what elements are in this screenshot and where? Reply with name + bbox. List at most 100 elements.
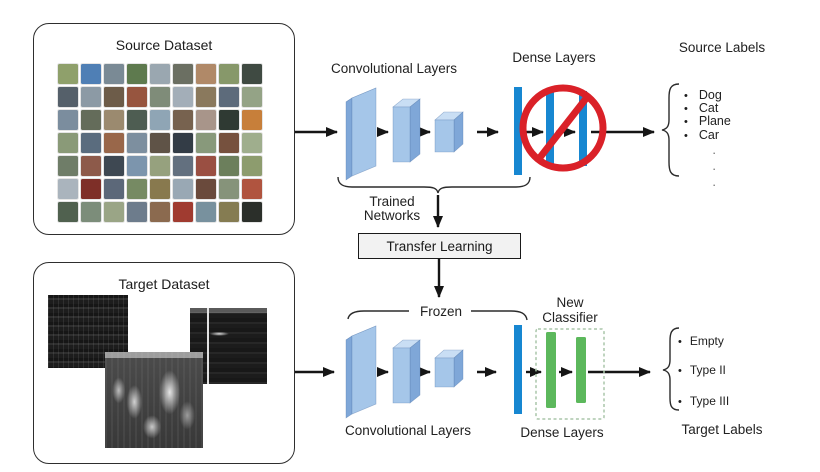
bullet-icon: •: [678, 396, 682, 408]
no-symbol-icon: [519, 84, 607, 172]
dense-bar: [546, 91, 554, 166]
dataset-thumbnail: [149, 201, 171, 223]
dataset-thumbnail: [149, 86, 171, 108]
classifier-bar: [546, 332, 556, 408]
dense-layers-bottom: [514, 325, 605, 420]
dataset-thumbnail: [103, 86, 125, 108]
dense-layers-top-label: Dense Layers: [512, 50, 596, 65]
ellipsis-dot: ·: [712, 145, 717, 160]
dataset-thumbnail: [103, 109, 125, 131]
dense-bar: [514, 87, 522, 175]
target-label-item: • Type III: [678, 394, 729, 408]
transfer-learning-box: Transfer Learning: [358, 233, 521, 259]
dataset-thumbnail: [172, 155, 194, 177]
dataset-thumbnail: [172, 86, 194, 108]
dataset-thumbnail: [103, 132, 125, 154]
dataset-thumbnail: [149, 155, 171, 177]
source-label-item: • Plane: [684, 114, 731, 128]
dataset-thumbnail: [218, 63, 240, 85]
source-dataset-box: Source Dataset: [33, 23, 295, 235]
brace-frozen-right: [471, 310, 528, 321]
dense-layers-top: [514, 84, 607, 175]
bullet-icon: •: [684, 116, 688, 128]
trained-networks-label: Trained Networks: [364, 195, 420, 223]
source-label-text: Cat: [698, 101, 719, 115]
dataset-thumbnail: [149, 109, 171, 131]
dataset-thumbnail: [57, 132, 79, 154]
dataset-thumbnail: [80, 155, 102, 177]
dense-bar: [579, 91, 587, 166]
target-image-3: [105, 352, 203, 448]
dataset-thumbnail: [241, 86, 263, 108]
transfer-learning-label: Transfer Learning: [386, 238, 493, 254]
brace-source-labels: [661, 83, 680, 177]
bullet-icon: •: [684, 130, 688, 142]
source-label-text: Dog: [698, 88, 722, 102]
dataset-thumbnail: [126, 155, 148, 177]
source-label-text: Car: [698, 128, 720, 142]
source-label-item: • Dog: [684, 88, 722, 102]
dataset-thumbnail: [80, 201, 102, 223]
dataset-thumbnail: [149, 178, 171, 200]
dataset-thumbnail: [241, 109, 263, 131]
brace-trained-networks: [337, 176, 531, 194]
dataset-thumbnail: [57, 109, 79, 131]
source-image-grid: [57, 63, 263, 223]
dense-bar: [514, 325, 522, 414]
conv-layer-slab: [434, 111, 464, 153]
dataset-thumbnail: [172, 132, 194, 154]
source-label-text: Plane: [698, 114, 731, 128]
dataset-thumbnail: [57, 86, 79, 108]
brace-target-labels: [662, 327, 680, 411]
trained-networks-line1: Trained: [369, 194, 415, 209]
dataset-thumbnail: [57, 178, 79, 200]
dataset-thumbnail: [218, 86, 240, 108]
dataset-thumbnail: [241, 132, 263, 154]
source-dataset-title: Source Dataset: [115, 37, 213, 53]
dataset-thumbnail: [57, 155, 79, 177]
dense-layers-bottom-label: Dense Layers: [520, 425, 604, 440]
dataset-thumbnail: [241, 178, 263, 200]
dataset-thumbnail: [103, 201, 125, 223]
dataset-thumbnail: [172, 201, 194, 223]
brace-frozen-left: [347, 310, 409, 320]
dataset-thumbnail: [195, 86, 217, 108]
dataset-thumbnail: [126, 63, 148, 85]
dataset-thumbnail: [80, 86, 102, 108]
dataset-thumbnail: [195, 155, 217, 177]
dataset-thumbnail: [103, 155, 125, 177]
dataset-thumbnail: [80, 132, 102, 154]
dataset-thumbnail: [126, 178, 148, 200]
new-classifier-dashed-box: [535, 328, 605, 420]
bullet-icon: •: [684, 90, 688, 102]
ellipsis-dot: ·: [712, 161, 717, 176]
bullet-icon: •: [678, 336, 682, 348]
bullet-icon: •: [678, 365, 682, 377]
dataset-thumbnail: [149, 63, 171, 85]
dataset-thumbnail: [126, 132, 148, 154]
dataset-thumbnail: [172, 109, 194, 131]
classifier-bar: [576, 337, 586, 403]
dataset-thumbnail: [195, 178, 217, 200]
trained-networks-line2: Networks: [363, 208, 421, 223]
conv-layer-slab: [434, 349, 464, 388]
dataset-thumbnail: [241, 201, 263, 223]
dataset-thumbnail: [126, 86, 148, 108]
target-label-text: Type III: [689, 394, 730, 408]
dataset-thumbnail: [103, 178, 125, 200]
dataset-thumbnail: [195, 132, 217, 154]
target-label-item: • Type II: [678, 363, 726, 377]
new-classifier-label: New Classifier: [542, 295, 598, 325]
dataset-thumbnail: [218, 201, 240, 223]
dataset-thumbnail: [241, 155, 263, 177]
target-dataset-title: Target Dataset: [118, 276, 210, 292]
dataset-thumbnail: [195, 201, 217, 223]
dataset-thumbnail: [149, 132, 171, 154]
source-label-item: • Car: [684, 128, 719, 142]
dataset-thumbnail: [218, 155, 240, 177]
dataset-thumbnail: [241, 63, 263, 85]
frozen-label: Frozen: [419, 304, 463, 319]
target-label-text: Empty: [689, 334, 724, 348]
dataset-thumbnail: [80, 63, 102, 85]
ellipsis-dot: ·: [712, 177, 717, 192]
